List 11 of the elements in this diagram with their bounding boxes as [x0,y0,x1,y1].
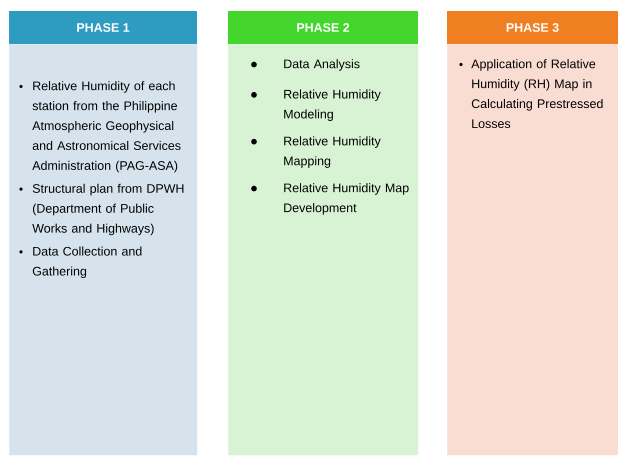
list-item-text: Relative Humidity Mapping [284,136,381,168]
list-item-text: Data Collection and Gathering [32,246,142,278]
header-band: PHASE 3 [447,11,618,44]
list-item-text: Structural plan from DPWH (Department of Public Works and Highways) [32,184,184,236]
list-item-text: Relative Humidity Map Development [284,183,409,215]
list-item-text: Application of Relative Humidity (RH) Map in Calculating Prestressed Losses [471,59,603,128]
list-item-text: Relative Humidity of each station from the Philippine Atmospheric Geophysical and Astronomical Services Administration (PAG-ASA) [32,81,181,172]
list-item-text: Relative Humidity Modeling [284,89,381,121]
header-band: PHASE 1 [9,11,197,44]
header-band: PHASE 2 [228,11,418,44]
list-item-text: Data Analysis [284,59,360,71]
